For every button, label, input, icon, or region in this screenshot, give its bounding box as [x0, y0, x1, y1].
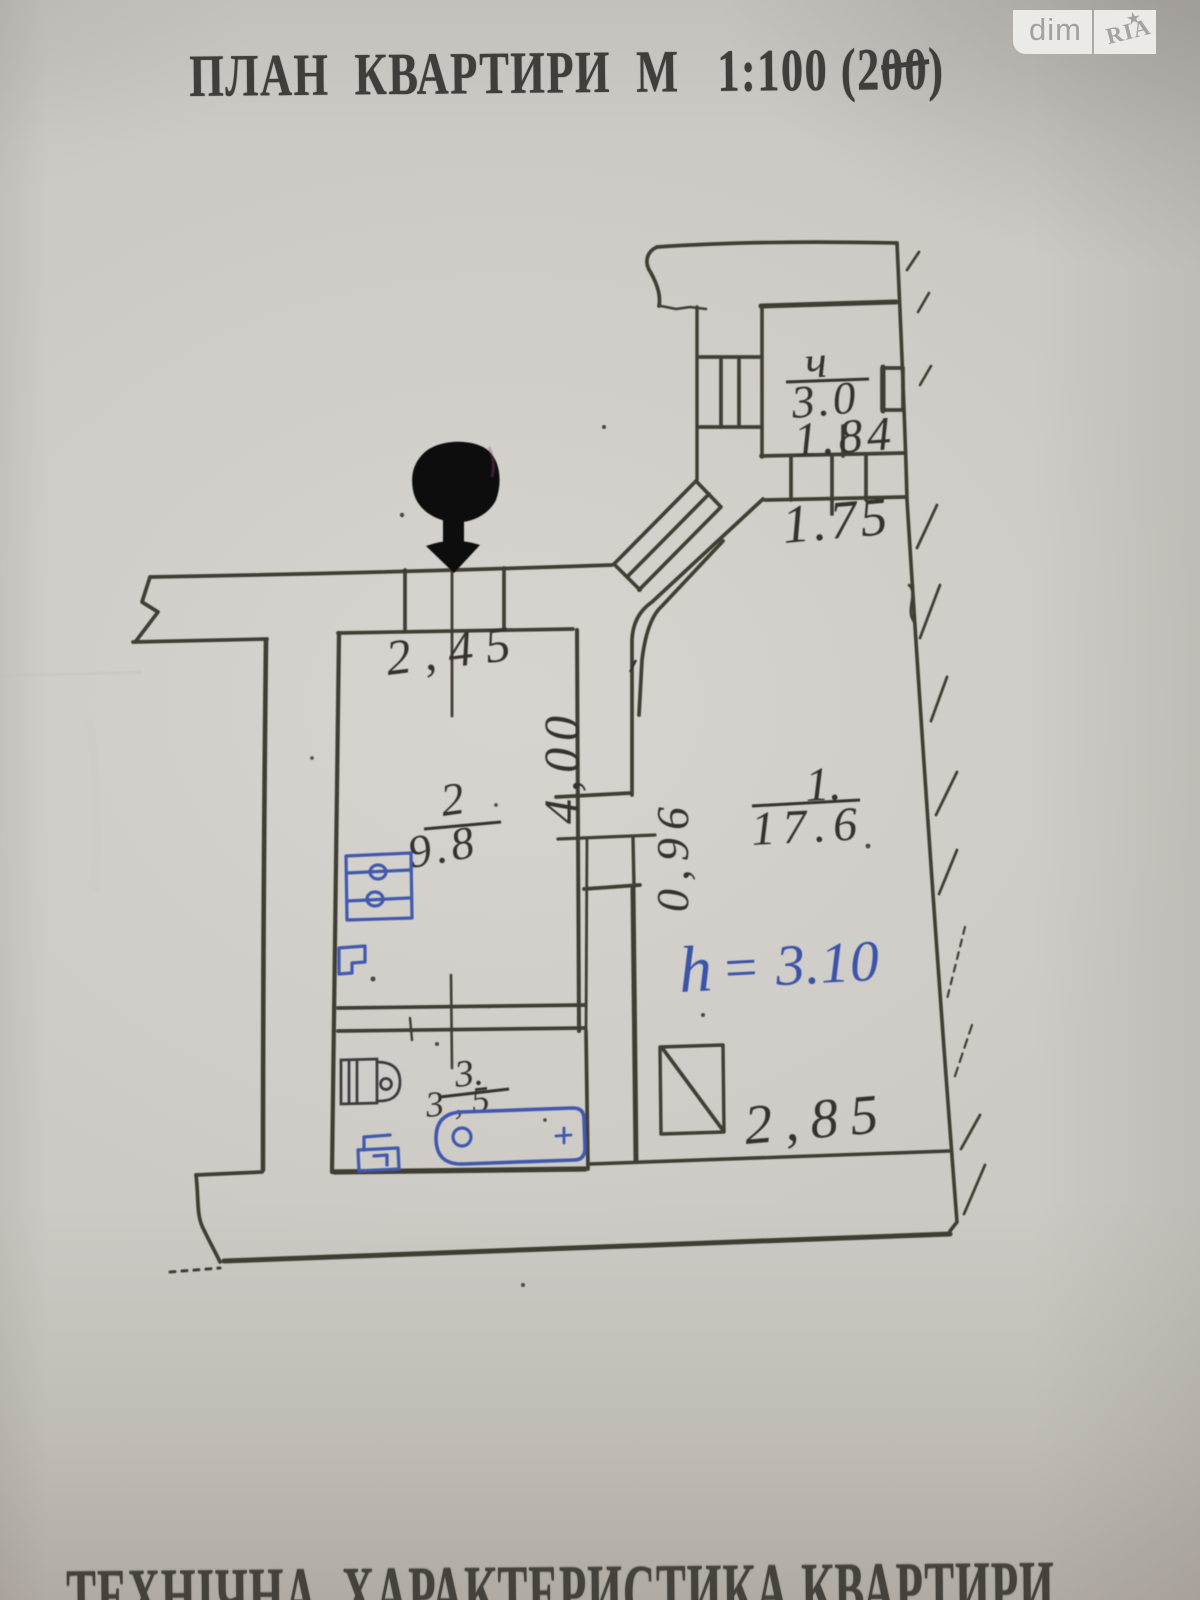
svg-text:1.84: 1.84 [792, 407, 892, 467]
svg-text:3.: 3. [452, 1051, 486, 1096]
svg-text:= 3.10: = 3.10 [719, 928, 880, 1001]
svg-text:17.6: 17.6 [750, 798, 859, 856]
svg-text:3.0: 3.0 [788, 372, 857, 428]
svg-text:2,85: 2,85 [742, 1084, 881, 1157]
svg-text:3,5: 3,5 [423, 1078, 492, 1125]
svg-text:9.8: 9.8 [404, 816, 478, 878]
svg-text:0,96: 0,96 [647, 807, 698, 912]
svg-text:4,00: 4,00 [533, 716, 589, 824]
svg-text:h: h [677, 932, 714, 1007]
svg-text:ч: ч [803, 336, 828, 388]
svg-text:1.: 1. [804, 757, 843, 812]
svg-text:2,45: 2,45 [383, 615, 514, 686]
svg-text:1.75: 1.75 [780, 486, 890, 555]
